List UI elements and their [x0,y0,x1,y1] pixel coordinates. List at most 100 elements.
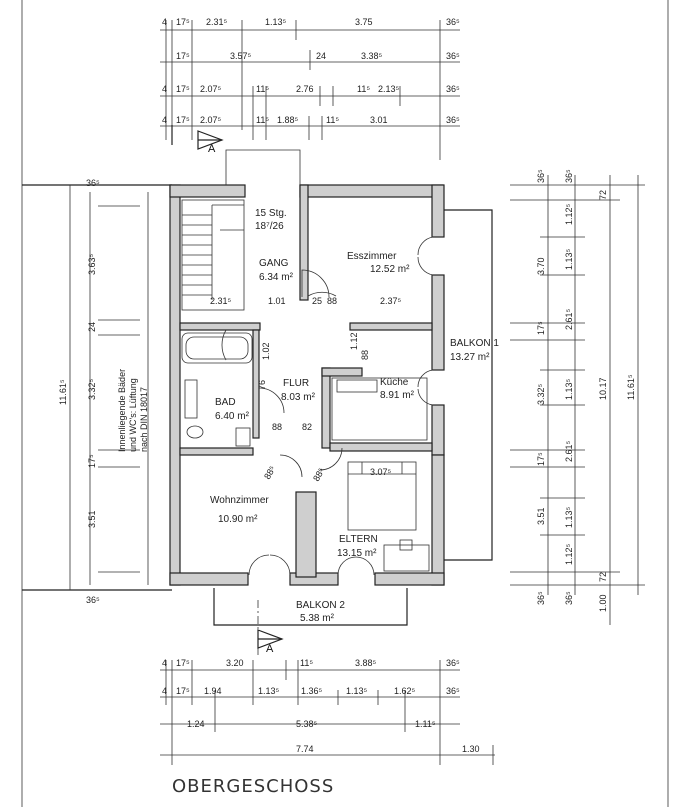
svg-text:36⁵: 36⁵ [446,115,460,125]
section-marker-top: A [171,125,224,155]
stairs-ratio: 18⁷/26 [255,221,284,232]
stairs [181,199,245,311]
svg-text:36⁵: 36⁵ [536,591,546,605]
bad-area: 6.40 m² [215,411,250,422]
kueche-area: 8.91 m² [380,390,415,401]
svg-text:25: 25 [312,296,322,306]
bottom-dimension-chains: 4 17⁵ 3.20 11⁵ 3.88⁵ 36⁵ 4 17⁵ 1.94 1.13… [160,658,495,765]
svg-text:3.51: 3.51 [536,507,546,525]
svg-text:5.38⁵: 5.38⁵ [296,719,318,729]
svg-text:82: 82 [302,422,312,432]
left-outer-band: 36⁵ 3.63⁵ 24 3.32⁵ 17⁵ 3.51 36⁵ 11.61⁵ I… [22,178,172,605]
svg-text:2.13⁵: 2.13⁵ [378,84,400,94]
svg-text:3.57⁵: 3.57⁵ [230,51,252,61]
svg-text:1.01: 1.01 [268,296,286,306]
svg-text:2.37⁵: 2.37⁵ [380,296,402,306]
section-marker-bottom: A [257,600,284,655]
balkon2-name: BALKON 2 [296,600,345,611]
ventilation-note: Innenliegende Bäder und WC's: Lüftung na… [117,366,149,452]
bathroom-fixtures [181,332,253,447]
svg-text:88⁵: 88⁵ [262,464,278,481]
svg-text:A: A [266,643,274,655]
svg-text:1.13⁵: 1.13⁵ [346,686,368,696]
eltern-name: ELTERN [339,534,378,545]
svg-text:11⁵: 11⁵ [357,84,370,94]
svg-text:24: 24 [316,51,326,61]
svg-text:17⁵: 17⁵ [176,115,190,125]
entrance-canopy [225,149,301,185]
svg-text:88: 88 [360,350,370,360]
stairs-label: 15 Stg. [255,208,287,219]
kitchen-counter [331,377,428,441]
right-dimension-chains: 36⁵ 3.70 17⁵ 3.32⁵ 17⁵ 3.51 36⁵ 36⁵ 1.12… [510,169,645,625]
svg-text:3.75: 3.75 [355,17,373,27]
gang-area: 6.34 m² [259,272,294,283]
svg-text:1.36⁵: 1.36⁵ [301,686,323,696]
balkon1-area: 13.27 m² [450,352,490,363]
svg-text:36⁵: 36⁵ [446,17,460,27]
svg-text:2.31⁵: 2.31⁵ [210,296,232,306]
svg-text:1.13⁵: 1.13⁵ [564,378,574,400]
svg-text:10.17: 10.17 [598,377,608,400]
svg-text:2.31⁵: 2.31⁵ [206,17,228,27]
svg-text:36⁵: 36⁵ [86,595,100,605]
svg-text:17⁵: 17⁵ [176,17,190,27]
svg-text:3.01: 3.01 [370,115,388,125]
svg-text:2.07⁵: 2.07⁵ [200,84,222,94]
svg-text:17⁵: 17⁵ [176,658,190,668]
svg-text:36⁵: 36⁵ [536,169,546,183]
svg-text:88: 88 [272,422,282,432]
svg-text:1.13⁵: 1.13⁵ [258,686,280,696]
svg-text:4: 4 [162,84,167,94]
svg-text:17⁵: 17⁵ [536,321,546,335]
bad-name: BAD [215,397,236,408]
svg-text:88: 88 [327,296,337,306]
svg-text:17⁵: 17⁵ [87,454,97,468]
svg-text:11⁵: 11⁵ [256,84,269,94]
svg-text:72: 72 [598,190,608,200]
svg-text:3.32⁵: 3.32⁵ [87,378,97,400]
svg-text:3.38⁵: 3.38⁵ [361,51,383,61]
wohnzimmer-name: Wohnzimmer [210,495,269,506]
page-title: OBERGESCHOSS [172,776,334,797]
svg-text:A: A [208,143,216,155]
svg-text:17⁵: 17⁵ [176,51,190,61]
svg-text:1.12⁵: 1.12⁵ [564,543,574,565]
svg-text:36⁵: 36⁵ [446,658,460,668]
balkon-2-outline [213,588,408,626]
gang-name: GANG [259,258,289,269]
svg-text:36⁵: 36⁵ [86,178,100,188]
svg-text:36⁵: 36⁵ [446,686,460,696]
svg-text:3.63⁵: 3.63⁵ [87,253,97,275]
svg-text:3.51: 3.51 [87,510,97,528]
svg-text:1.24: 1.24 [187,719,205,729]
wohnzimmer-area: 10.90 m² [218,514,258,525]
balkon2-area: 5.38 m² [300,613,335,624]
svg-text:2.61⁵: 2.61⁵ [564,440,574,462]
svg-text:17⁵: 17⁵ [176,686,190,696]
svg-text:2.07⁵: 2.07⁵ [200,115,222,125]
svg-text:1.30: 1.30 [462,744,480,754]
esszimmer-area: 12.52 m² [370,264,410,275]
doors [221,236,434,576]
svg-text:1.11⁵: 1.11⁵ [415,719,436,729]
svg-text:36⁵: 36⁵ [564,169,574,183]
svg-text:3.70: 3.70 [536,257,546,275]
svg-text:36⁵: 36⁵ [564,591,574,605]
flur-area: 8.03 m² [281,392,316,403]
svg-text:72: 72 [598,572,608,582]
svg-text:7.74: 7.74 [296,744,314,754]
balkon1-name: BALKON 1 [450,338,499,349]
svg-text:11⁵: 11⁵ [256,115,269,125]
svg-text:36⁵: 36⁵ [446,84,460,94]
svg-text:4: 4 [162,17,167,27]
svg-text:17⁵: 17⁵ [176,84,190,94]
svg-text:88⁵: 88⁵ [311,466,327,483]
svg-text:24: 24 [87,322,97,332]
svg-text:2.76: 2.76 [296,84,314,94]
bed [347,461,430,572]
kueche-name: Küche [380,377,409,388]
top-dimension-chains: 4 17⁵ 2.31⁵ 1.13⁵ 3.75 36⁵ 17⁵ 3.57⁵ 24 … [160,17,460,160]
svg-text:4: 4 [162,658,167,668]
